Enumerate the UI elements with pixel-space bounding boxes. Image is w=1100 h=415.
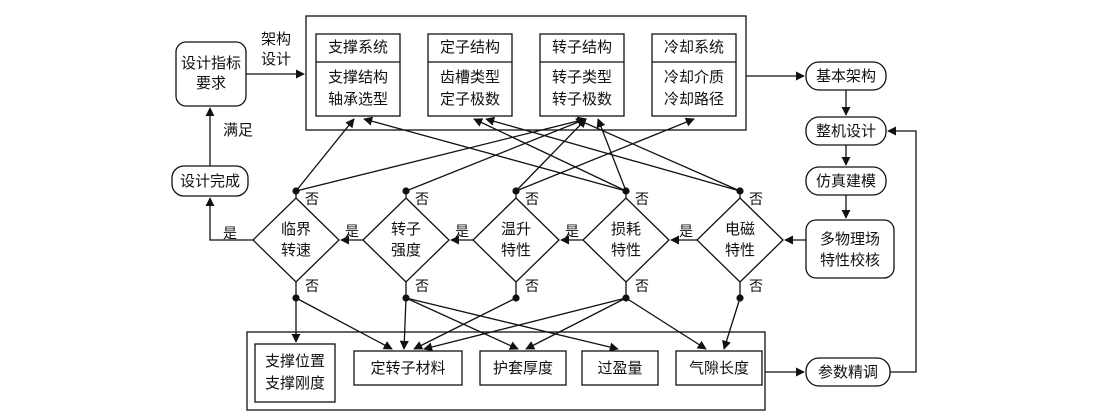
decision-electromagnetic-line2: 特性 [725, 241, 755, 259]
right-flow-arrows [746, 71, 917, 377]
module-stator-title: 定子结构 [440, 38, 500, 56]
yes-label-done: 是 [223, 226, 237, 242]
module-rotor-title: 转子结构 [552, 38, 612, 56]
decision-temperature-line2: 特性 [501, 241, 531, 259]
parameter-frame [246, 331, 766, 411]
param-material-label: 定转子材料 [370, 359, 445, 377]
decision-loss-line1: 损耗 [611, 220, 641, 238]
module-stator-structure [427, 33, 513, 117]
param-material-box [353, 350, 463, 386]
decision-loss-line2: 特性 [611, 241, 641, 259]
module-stator-line2: 定子极数 [440, 90, 500, 108]
module-cooling-line2: 冷却路径 [664, 90, 724, 108]
architecture-label-line1: 架构 [261, 30, 291, 48]
module-cooling-line1: 冷却介质 [664, 68, 724, 86]
spec-label-line2: 要求 [196, 74, 226, 92]
decision-temperature-rise [472, 197, 560, 283]
decision-critical-speed-line2: 转速 [281, 241, 311, 259]
module-cooling-system [651, 33, 737, 117]
junction-dots [292, 187, 744, 302]
module-support-title: 支撑系统 [328, 38, 388, 56]
param-sleeve-box [479, 350, 567, 386]
satisfy-label: 满足 [223, 121, 253, 139]
module-stator-line1: 齿槽类型 [440, 68, 500, 86]
no-lower-electromagnetic: 否 [749, 279, 763, 295]
param-support-box [254, 343, 336, 403]
decision-critical-speed-line1: 临界 [281, 220, 311, 238]
param-support-line2: 支撑刚度 [265, 374, 325, 392]
no-upper-rotor-strength: 否 [415, 192, 429, 208]
param-sleeve-label: 护套厚度 [493, 359, 553, 377]
param-airgap-label: 气隙长度 [689, 359, 749, 377]
param-interference-label: 过盈量 [597, 359, 642, 377]
no-upper-loss: 否 [635, 192, 649, 208]
basic-architecture-label: 基本架构 [816, 67, 876, 85]
module-support-line2: 轴承选型 [328, 90, 388, 108]
no-lower-loss: 否 [635, 279, 649, 295]
no-lower-critical-speed: 否 [305, 279, 319, 295]
multiphysics-check-box [805, 219, 895, 279]
decision-rotor-strength-line1: 转子 [391, 220, 421, 238]
decision-electromagnetic [696, 197, 784, 283]
architecture-label-line2: 设计 [261, 50, 291, 68]
module-rotor-structure [539, 33, 625, 117]
decision-loss [582, 197, 670, 283]
decision-critical-speed [252, 197, 340, 283]
yes-label-temperature: 是 [455, 224, 469, 240]
no-lower-temperature: 否 [525, 279, 539, 295]
module-rotor-line1: 转子类型 [552, 68, 612, 86]
design-done-label: 设计完成 [180, 172, 240, 190]
parameter-tuning-label: 参数精调 [818, 363, 878, 381]
spec-label-line1: 设计指标 [181, 54, 241, 72]
module-cooling-title: 冷却系统 [664, 38, 724, 56]
multiphysics-label-line1: 多物理场 [820, 230, 880, 248]
no-upper-temperature: 否 [525, 192, 539, 208]
no-lower-rotor-strength: 否 [415, 279, 429, 295]
module-support-system [315, 33, 401, 117]
decision-rotor-strength [362, 197, 450, 283]
whole-machine-design-label: 整机设计 [816, 122, 876, 140]
yes-label-loss: 是 [565, 224, 579, 240]
module-support-line1: 支撑结构 [328, 68, 388, 86]
yes-arrows [205, 197, 697, 245]
multiphysics-label-line2: 特性校核 [820, 251, 880, 269]
no-lower-arrows [291, 297, 741, 352]
module-rotor-line2: 转子极数 [552, 90, 612, 108]
decision-electromagnetic-line1: 电磁 [725, 220, 755, 238]
simulation-modeling-label: 仿真建模 [816, 172, 876, 190]
yes-label-strength: 是 [345, 224, 359, 240]
decision-temperature-line1: 温升 [501, 220, 531, 238]
no-upper-electromagnetic: 否 [749, 192, 763, 208]
param-support-line1: 支撑位置 [265, 352, 325, 370]
param-airgap-box [675, 350, 763, 386]
decision-rotor-strength-line2: 强度 [391, 241, 421, 259]
yes-label-electromagnetic: 是 [679, 224, 693, 240]
no-upper-critical-speed: 否 [305, 192, 319, 208]
param-interference-box [581, 350, 659, 386]
no-upper-arrows [295, 116, 741, 192]
